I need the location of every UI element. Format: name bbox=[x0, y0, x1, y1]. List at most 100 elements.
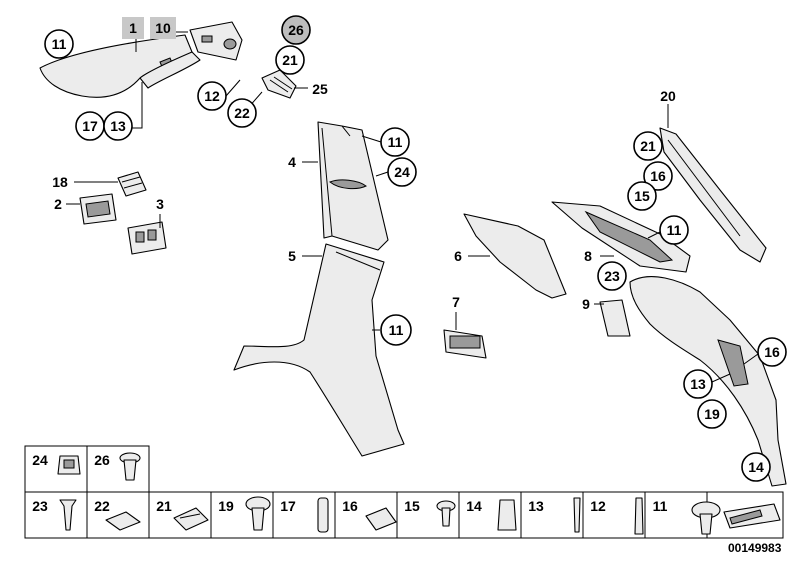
svg-text:21: 21 bbox=[640, 138, 656, 154]
svg-text:16: 16 bbox=[764, 344, 780, 360]
callout-3: 3 bbox=[156, 196, 164, 212]
part-switch-7 bbox=[443, 329, 487, 359]
legend-part-nut bbox=[173, 507, 209, 531]
svg-text:1: 1 bbox=[129, 20, 137, 36]
callout-12: 12 bbox=[197, 81, 227, 111]
svg-text:20: 20 bbox=[660, 88, 676, 104]
legend-label: 23 bbox=[32, 498, 48, 514]
svg-text:5: 5 bbox=[288, 248, 296, 264]
legend-label: 22 bbox=[94, 498, 110, 514]
svg-text:18: 18 bbox=[52, 174, 68, 190]
legend-label: 15 bbox=[404, 498, 420, 514]
legend-part-bolt bbox=[317, 497, 329, 533]
callout-17: 17 bbox=[75, 111, 105, 141]
part-switch-3 bbox=[127, 221, 167, 255]
part-rail-20 bbox=[659, 127, 767, 263]
svg-text:19: 19 bbox=[704, 406, 720, 422]
callout-14: 14 bbox=[741, 452, 771, 482]
diagram-id: 00149983 bbox=[728, 541, 782, 555]
callout-7: 7 bbox=[452, 294, 460, 310]
svg-text:9: 9 bbox=[582, 296, 590, 312]
legend-part-pad bbox=[105, 511, 141, 531]
legend-part-pin bbox=[634, 497, 644, 535]
legend-label: 14 bbox=[466, 498, 482, 514]
part-clip-25 bbox=[261, 69, 297, 99]
callout-18: 18 bbox=[52, 174, 68, 190]
legend-label: 17 bbox=[280, 498, 296, 514]
callout-19: 19 bbox=[697, 399, 727, 429]
svg-text:14: 14 bbox=[748, 459, 764, 475]
svg-text:8: 8 bbox=[584, 248, 592, 264]
callout-21: 21 bbox=[275, 45, 305, 75]
svg-text:12: 12 bbox=[204, 88, 220, 104]
callout-2: 2 bbox=[54, 196, 62, 212]
svg-text:22: 22 bbox=[234, 105, 250, 121]
part-grab-handle-cover bbox=[189, 21, 243, 61]
svg-text:24: 24 bbox=[394, 164, 410, 180]
part-clip-18 bbox=[117, 171, 147, 197]
part-cover-9 bbox=[599, 299, 631, 337]
legend-label: 21 bbox=[156, 498, 172, 514]
callout-11: 11 bbox=[659, 215, 689, 245]
callout-24: 24 bbox=[387, 157, 417, 187]
callout-9: 9 bbox=[582, 296, 590, 312]
legend-label: 16 bbox=[342, 498, 358, 514]
callout-21: 21 bbox=[633, 131, 663, 161]
svg-text:11: 11 bbox=[388, 134, 403, 150]
svg-text:11: 11 bbox=[667, 222, 682, 238]
part-a-pillar-trim bbox=[39, 34, 201, 98]
svg-text:13: 13 bbox=[110, 118, 126, 134]
part-trim-8 bbox=[551, 201, 691, 273]
svg-text:17: 17 bbox=[82, 118, 98, 134]
legend-part-screw bbox=[59, 499, 77, 531]
part-switch-2 bbox=[79, 193, 117, 225]
callout-11: 11 bbox=[44, 29, 74, 59]
legend-label: 19 bbox=[218, 498, 234, 514]
legend-label: 26 bbox=[94, 452, 110, 468]
callout-23: 23 bbox=[597, 261, 627, 291]
callout-5: 5 bbox=[288, 248, 296, 264]
legend-part-screw bbox=[573, 497, 581, 533]
svg-text:23: 23 bbox=[604, 268, 620, 284]
callout-6: 6 bbox=[454, 248, 462, 264]
svg-text:4: 4 bbox=[288, 154, 296, 170]
callout-8: 8 bbox=[584, 248, 592, 264]
svg-text:10: 10 bbox=[155, 20, 171, 36]
svg-text:11: 11 bbox=[52, 36, 67, 52]
svg-text:16: 16 bbox=[650, 168, 666, 184]
legend-top-row: 24 26 bbox=[24, 445, 150, 493]
callout-20: 20 bbox=[660, 88, 676, 104]
svg-text:26: 26 bbox=[288, 22, 304, 38]
callout-16: 16 bbox=[643, 161, 673, 191]
svg-text:15: 15 bbox=[634, 188, 650, 204]
callout-22: 22 bbox=[227, 98, 257, 128]
legend-label: 12 bbox=[590, 498, 606, 514]
callout-26: 26 bbox=[281, 15, 311, 45]
callout-11: 11 bbox=[380, 127, 410, 157]
svg-text:21: 21 bbox=[282, 52, 298, 68]
legend-label: 24 bbox=[32, 452, 48, 468]
legend-label: 13 bbox=[528, 498, 544, 514]
svg-text:11: 11 bbox=[389, 322, 404, 338]
part-c-pillar-trim-6 bbox=[463, 213, 567, 299]
legend-label: 11 bbox=[653, 498, 668, 514]
callout-1: 1 bbox=[122, 17, 144, 39]
part-trim-14 bbox=[629, 276, 787, 487]
part-b-pillar-lower bbox=[233, 243, 405, 457]
svg-text:6: 6 bbox=[454, 248, 462, 264]
svg-text:25: 25 bbox=[312, 81, 328, 97]
callout-15: 15 bbox=[627, 181, 657, 211]
callout-10: 10 bbox=[150, 17, 176, 39]
svg-text:13: 13 bbox=[690, 376, 706, 392]
callout-25: 25 bbox=[312, 81, 328, 97]
svg-text:2: 2 bbox=[54, 196, 62, 212]
part-b-pillar-upper bbox=[317, 121, 389, 251]
callout-11: 11 bbox=[380, 314, 412, 346]
svg-text:3: 3 bbox=[156, 196, 164, 212]
callout-13: 13 bbox=[103, 111, 133, 141]
legend-part-clip bbox=[497, 499, 517, 531]
legend-part-nut bbox=[365, 507, 397, 531]
svg-text:7: 7 bbox=[452, 294, 460, 310]
legend-bottom-row: 23 22 21 19 17 16 15 14 13 12 11 bbox=[24, 491, 784, 539]
